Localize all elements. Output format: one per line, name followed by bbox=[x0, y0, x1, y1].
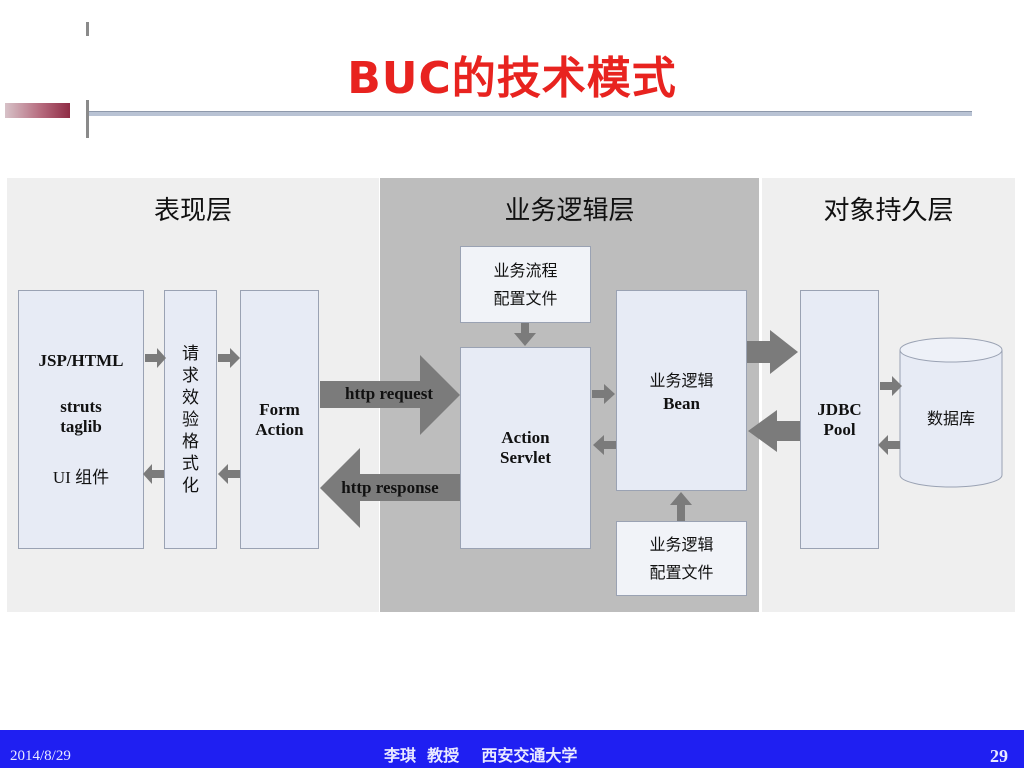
http-request-label: http request bbox=[345, 384, 433, 403]
logic-config-line2: 配置文件 bbox=[649, 562, 714, 582]
persistence-layer-title: 对象持久层 bbox=[823, 196, 954, 226]
http-request-arrow bbox=[320, 355, 460, 435]
arrow-bean-to-jdbc bbox=[747, 330, 798, 374]
bean-line1: 业务逻辑 bbox=[649, 370, 714, 390]
arrow-jdbc-to-db bbox=[880, 376, 902, 396]
database-label: 数据库 bbox=[926, 409, 975, 428]
taglib-label: taglib bbox=[60, 417, 102, 436]
action-label: Action bbox=[255, 419, 304, 439]
footer-bar bbox=[0, 730, 1024, 768]
validation-char: 式 bbox=[182, 453, 199, 474]
slide-title: BUC的技术模式 bbox=[347, 53, 677, 104]
business-bean-box: 业务逻辑 Bean bbox=[616, 290, 747, 491]
validation-char: 效 bbox=[182, 387, 199, 408]
logic-config-line1: 业务逻辑 bbox=[649, 534, 714, 554]
arrow-servlet-to-bean bbox=[592, 384, 615, 404]
arrow-db-to-jdbc bbox=[878, 435, 900, 455]
arrow-validate-to-jsp bbox=[143, 464, 164, 484]
arrow-validate-to-form bbox=[218, 348, 240, 368]
header-rule bbox=[86, 111, 972, 116]
header-accent-bar bbox=[5, 103, 70, 118]
validation-char: 请 bbox=[182, 343, 199, 364]
arrow-logiccfg-to-bean bbox=[670, 492, 692, 521]
business-layer-title: 业务逻辑层 bbox=[504, 196, 635, 226]
bean-line2: Bean bbox=[663, 393, 700, 413]
action-servlet-box: Action Servlet bbox=[460, 347, 591, 549]
presentation-layer-title: 表现层 bbox=[153, 196, 232, 226]
ui-component-label: UI 组件 bbox=[52, 468, 110, 487]
arrow-config-to-servlet bbox=[514, 323, 536, 346]
flow-config-line2: 配置文件 bbox=[493, 288, 558, 308]
jsp-html-box: JSP/HTML struts taglib UI 组件 bbox=[18, 290, 144, 549]
form-label: Form bbox=[259, 399, 300, 419]
struts-label: struts bbox=[60, 397, 102, 416]
validation-char: 验 bbox=[182, 409, 199, 430]
arrow-bean-to-servlet bbox=[593, 435, 616, 455]
request-validation-box: 请求效验格式化 bbox=[164, 290, 217, 549]
http-response-label: http response bbox=[341, 478, 439, 497]
flow-config-line1: 业务流程 bbox=[493, 260, 558, 280]
servlet-line2: Servlet bbox=[500, 448, 551, 467]
footer-date: 2014/8/29 bbox=[10, 748, 71, 764]
form-action-box: Form Action bbox=[240, 290, 319, 549]
jdbc-line2: Pool bbox=[823, 419, 856, 439]
validation-char: 格 bbox=[182, 431, 199, 452]
header-tick-bottom bbox=[86, 100, 89, 138]
jdbc-line1: JDBC bbox=[817, 399, 862, 419]
validation-char: 化 bbox=[182, 475, 199, 496]
arrow-form-to-validate bbox=[218, 464, 240, 484]
footer-author: 李琪 教授 西安交通大学 bbox=[384, 746, 578, 765]
flow-config-box: 业务流程 配置文件 bbox=[460, 246, 591, 323]
servlet-line1: Action bbox=[501, 428, 550, 447]
arrow-jsp-to-validate bbox=[145, 348, 166, 368]
page-number: 29 bbox=[990, 746, 1008, 766]
jsp-label: JSP/HTML bbox=[38, 351, 124, 370]
http-response-arrow bbox=[320, 448, 460, 528]
database-cylinder bbox=[899, 337, 1003, 488]
logic-config-box: 业务逻辑 配置文件 bbox=[616, 521, 747, 596]
header-tick-top bbox=[86, 22, 89, 36]
jdbc-pool-box: JDBC Pool bbox=[800, 290, 879, 549]
arrow-jdbc-to-bean bbox=[748, 410, 800, 452]
validation-char: 求 bbox=[182, 365, 199, 386]
